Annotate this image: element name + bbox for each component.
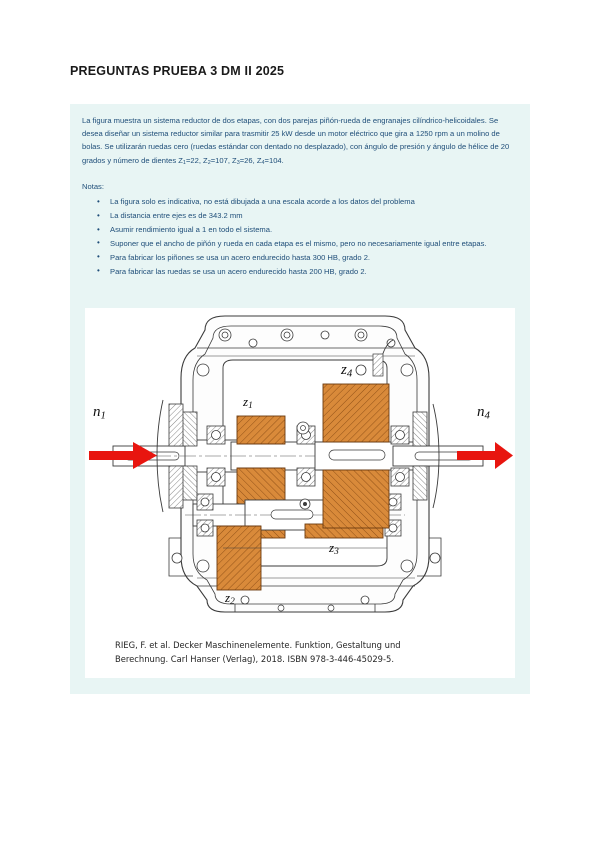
z1-value: =22, Z [185,155,208,165]
list-item: Asumir rendimiento igual a 1 en todo el … [97,223,518,237]
label-output-speed: n4 [477,404,490,422]
label-input-speed: n1 [93,404,106,422]
input-arrow [89,442,157,469]
z1-subscript: 1 [182,159,186,166]
label-gear-z4: z4 [341,362,353,380]
z4-value: =104. [264,155,284,165]
list-item: Para fabricar las ruedas se usa un acero… [97,264,518,278]
list-item: La figura solo es indicativa, no está di… [97,195,518,209]
z2-value: =107, Z [210,155,237,165]
label-gear-z1: z1 [243,394,253,412]
list-item: La distancia entre ejes es de 343.2 mm [97,209,518,223]
gearbox-svg [89,315,513,613]
caption-line-1: RIEG, F. et al. Decker Maschinenelemente… [115,640,401,650]
list-item: Suponer que el ancho de piñón y rueda en… [97,236,518,250]
statement-text: La figura muestra un sistema reductor de… [82,116,510,165]
figure-caption: RIEG, F. et al. Decker Maschinenelemente… [115,638,495,666]
z3-value: =26, Z [239,155,262,165]
z2-subscript: 2 [207,159,211,166]
notes-label: Notas: [82,182,104,192]
label-gear-z2: z2 [225,590,235,608]
z3-subscript: 3 [236,159,240,166]
caption-line-2: Berechnung. Carl Hanser (Verlag), 2018. … [115,654,394,664]
page-title: PREGUNTAS PRUEBA 3 DM II 2025 [70,64,285,78]
gearbox-drawing: n1 n4 z1 z2 z3 z4 [85,308,515,628]
label-gear-z3: z3 [329,540,339,558]
problem-statement: La figura muestra un sistema reductor de… [82,114,518,170]
list-item: Para fabricar los piñones se usa un acer… [97,250,518,264]
notes-list: La figura solo es indicativa, no está di… [82,195,518,278]
figure-panel: n1 n4 z1 z2 z3 z4 RIEG, F. et al. Decker… [85,308,515,678]
content-block: La figura muestra un sistema reductor de… [70,104,530,694]
z4-subscript: 4 [261,159,265,166]
output-arrow [457,442,513,469]
